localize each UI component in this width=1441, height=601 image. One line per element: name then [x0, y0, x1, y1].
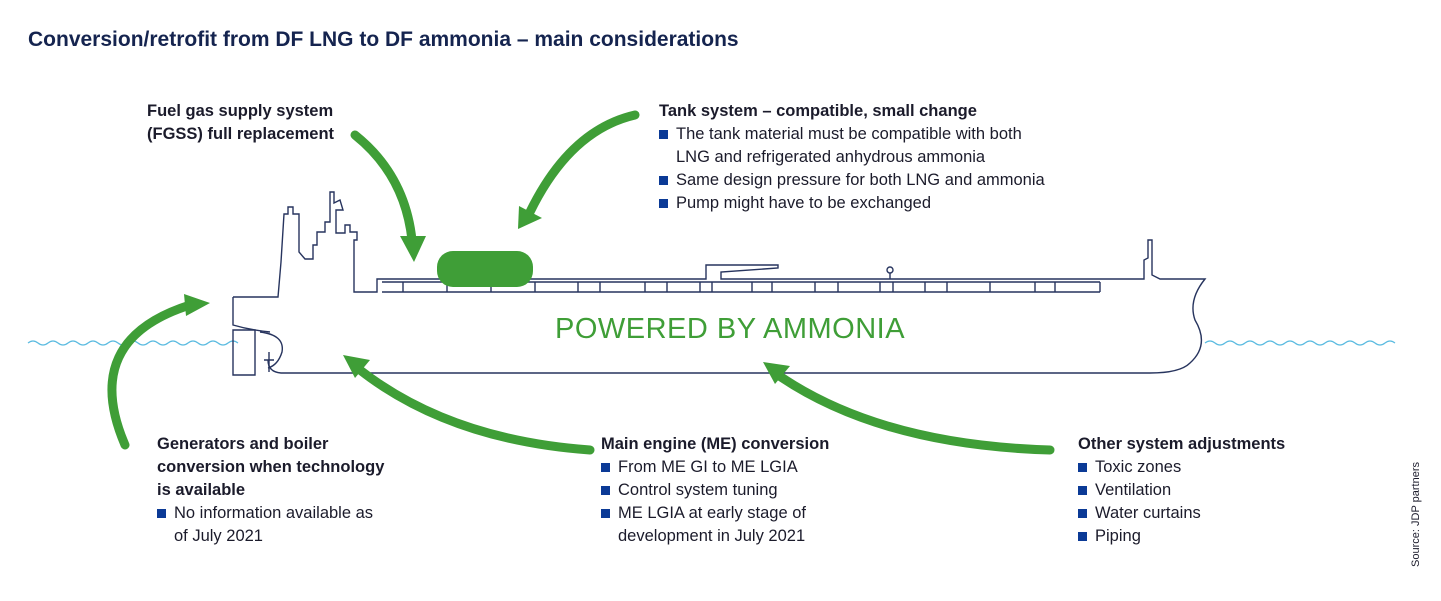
tank-heading: Tank system – compatible, small change: [659, 102, 977, 120]
arrow-other: [773, 370, 1055, 455]
bullet: From ME GI to ME LGIA: [601, 456, 829, 479]
bullet: Control system tuning: [601, 479, 829, 502]
arrow-tank: [525, 110, 640, 217]
fgss-heading: (FGSS) full replacement: [147, 125, 335, 143]
bullet: Toxic zones: [1078, 456, 1285, 479]
tank-block: Tank system – compatible, small change T…: [659, 100, 1045, 215]
main-engine-block: Main engine (ME) conversion From ME GI t…: [601, 433, 829, 548]
generators-heading: is available: [157, 481, 246, 499]
fgss-heading: Fuel gas supply system: [147, 102, 334, 120]
source-note: Source: JDP partners: [1410, 462, 1422, 567]
page-title: Conversion/retrofit from DF LNG to DF am…: [28, 28, 739, 51]
ship-outline: [232, 191, 1207, 376]
main-engine-heading: Main engine (ME) conversion: [601, 435, 830, 453]
generators-heading: conversion when technology: [157, 458, 385, 476]
arrow-fgss: [350, 130, 417, 245]
bullet: Same design pressure for both LNG and am…: [659, 169, 1045, 192]
arrow-main-engine: [355, 365, 595, 455]
arrow-heads: [184, 206, 790, 384]
generators-block: Generators and boiler conversion when te…: [157, 433, 384, 548]
generators-heading: Generators and boiler: [157, 435, 329, 453]
bullet: Piping: [1078, 525, 1285, 548]
bullet: The tank material must be compatible wit…: [659, 123, 1045, 169]
other-block: Other system adjustments Toxic zones Ven…: [1078, 433, 1285, 548]
bullet: Ventilation: [1078, 479, 1285, 502]
fgss-block: Fuel gas supply system (FGSS) full repla…: [147, 100, 334, 146]
other-heading: Other system adjustments: [1078, 435, 1286, 453]
arrow-generators: [107, 300, 195, 450]
bullet: Water curtains: [1078, 502, 1285, 525]
bullet: Pump might have to be exchanged: [659, 192, 1045, 215]
ship-label: POWERED BY AMMONIA: [555, 313, 906, 345]
arrows: [107, 110, 1055, 455]
fuel-tank: [437, 251, 533, 287]
